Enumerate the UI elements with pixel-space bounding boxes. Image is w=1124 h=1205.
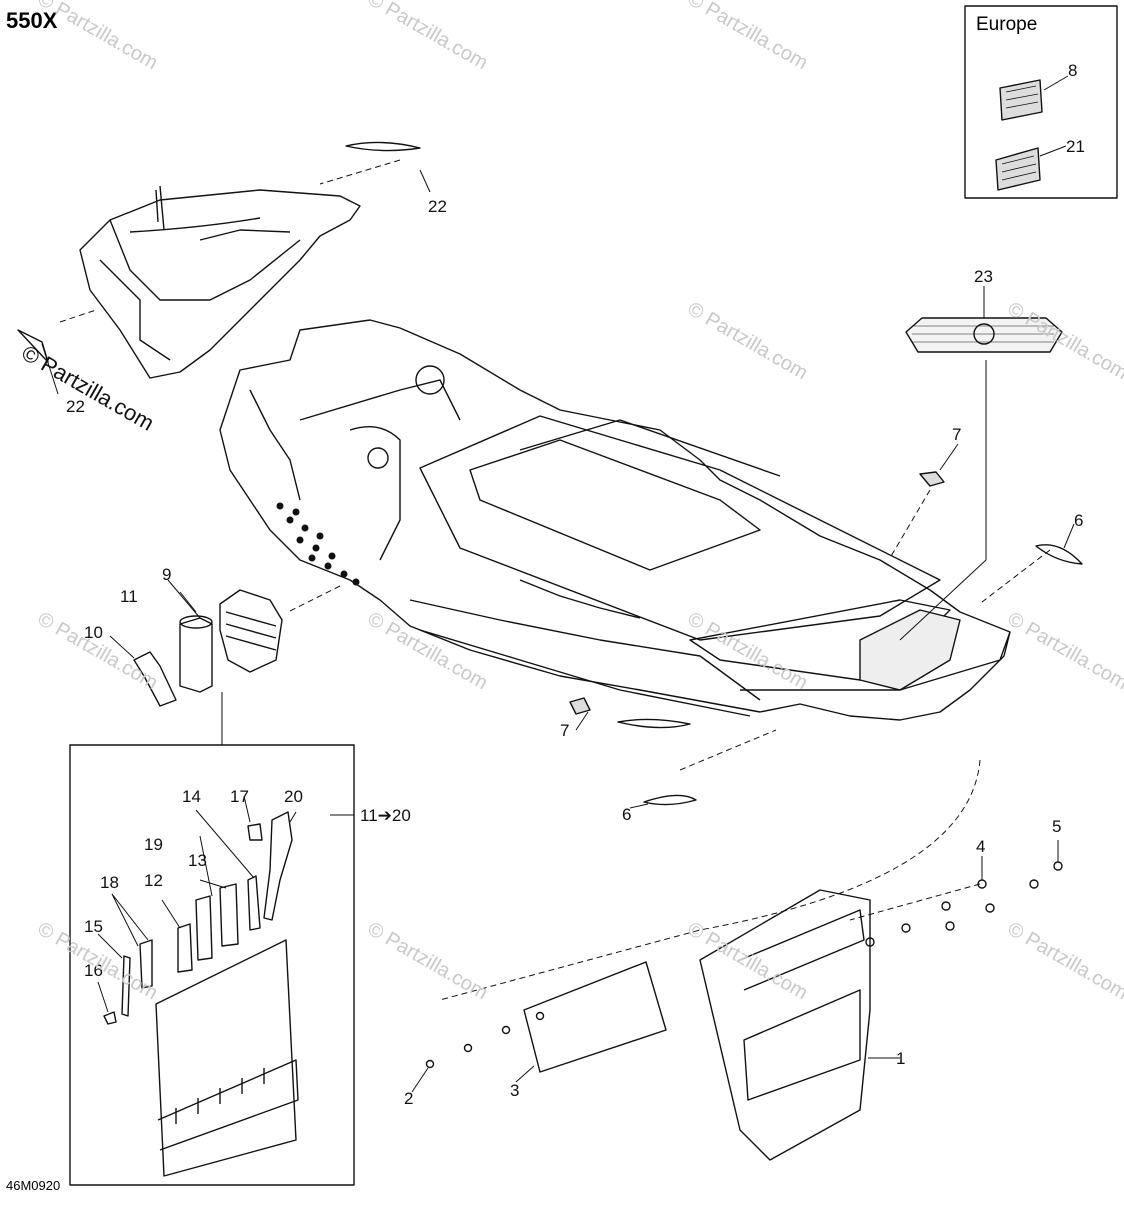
callout-5: 5: [1052, 817, 1061, 836]
callout-14: 14: [182, 787, 201, 806]
callout-numbers: 1 2 3 4 5 6 6 7 7 8 9 10 11 12 13 14 15 …: [66, 61, 1085, 1108]
warning-label-23: [905, 317, 1063, 353]
tool-pouch: [155, 939, 299, 1177]
front-nose-pan: [79, 185, 361, 379]
callout-3: 3: [510, 1081, 519, 1100]
callout-8: 8: [1068, 61, 1077, 80]
strip-22-top: [345, 141, 421, 152]
callout-6-right: 6: [1074, 511, 1083, 530]
callout-16: 16: [84, 961, 103, 980]
diagram-title: 550X: [6, 8, 58, 33]
callout-20: 20: [284, 787, 303, 806]
strap-10: [133, 651, 177, 707]
callout-17: 17: [230, 787, 249, 806]
callout-10: 10: [84, 623, 103, 642]
callout-4: 4: [976, 837, 985, 856]
chassis-frame: [219, 319, 1011, 721]
strip-6-lower: [617, 718, 691, 729]
snowflap-1: [699, 889, 871, 1161]
clip-7-upper: [919, 471, 945, 487]
callout-18: 18: [100, 873, 119, 892]
toolkit-11: [179, 615, 213, 693]
plate-3: [523, 961, 667, 1073]
callout-9: 9: [162, 565, 171, 584]
callout-2: 2: [404, 1089, 413, 1108]
drawing-code: 46M0920: [6, 1178, 61, 1193]
callout-7-lower: 7: [560, 721, 569, 740]
callout-6-lower: 6: [622, 805, 631, 824]
assembly-arrows: [59, 159, 1051, 1001]
callout-15: 15: [84, 917, 103, 936]
grille-8-shape: [999, 79, 1043, 121]
toolbox-9: [219, 589, 283, 673]
callout-1: 1: [896, 1049, 905, 1068]
group-label: 11➔20: [360, 806, 411, 825]
clip-7-lower: [569, 697, 591, 715]
europe-inset-box: [964, 5, 1118, 199]
callout-7-upper: 7: [952, 425, 961, 444]
leader-lines: [41, 75, 1075, 1093]
callout-21: 21: [1066, 137, 1085, 156]
grille-21-shape: [995, 147, 1041, 191]
callout-13: 13: [188, 851, 207, 870]
strip-6-bottom: [643, 794, 697, 806]
callout-22-top: 22: [428, 197, 447, 216]
rivets-2: [425, 1011, 545, 1069]
footrest-holes: [276, 502, 360, 586]
toolkit-inset-box: [69, 744, 355, 1186]
callout-12: 12: [144, 871, 163, 890]
inset-label-europe: Europe: [976, 14, 1038, 35]
callout-11: 11: [120, 587, 138, 606]
callout-19: 19: [144, 835, 163, 854]
callout-22-left: 22: [66, 397, 85, 416]
strip-6-right: [1035, 544, 1083, 565]
callout-23: 23: [974, 267, 993, 286]
